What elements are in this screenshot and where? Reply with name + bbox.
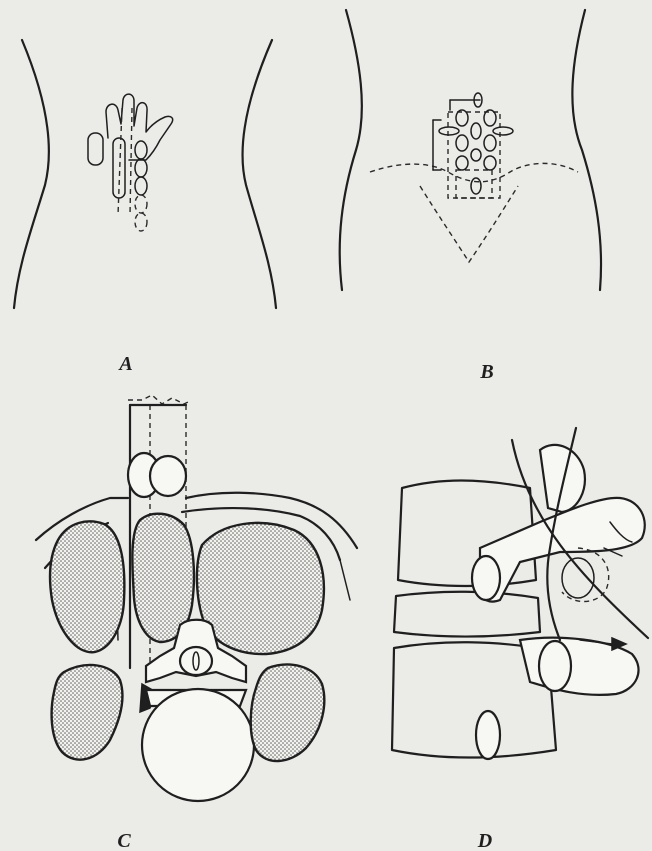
panel-label-d: D xyxy=(477,830,492,851)
panel-b: B xyxy=(340,10,601,383)
panel-label-b: B xyxy=(479,361,493,383)
panel-label-a: A xyxy=(117,353,132,375)
transverse-processes-d xyxy=(472,445,645,759)
vertebral-bodies-d xyxy=(392,481,556,758)
panel-label-c: C xyxy=(117,830,131,851)
torso-outline-b xyxy=(340,10,601,290)
panel-d: D xyxy=(392,428,648,851)
panel-a: A xyxy=(14,40,276,375)
panel-c: C xyxy=(36,395,357,851)
lumbar-spine-b xyxy=(433,93,513,198)
